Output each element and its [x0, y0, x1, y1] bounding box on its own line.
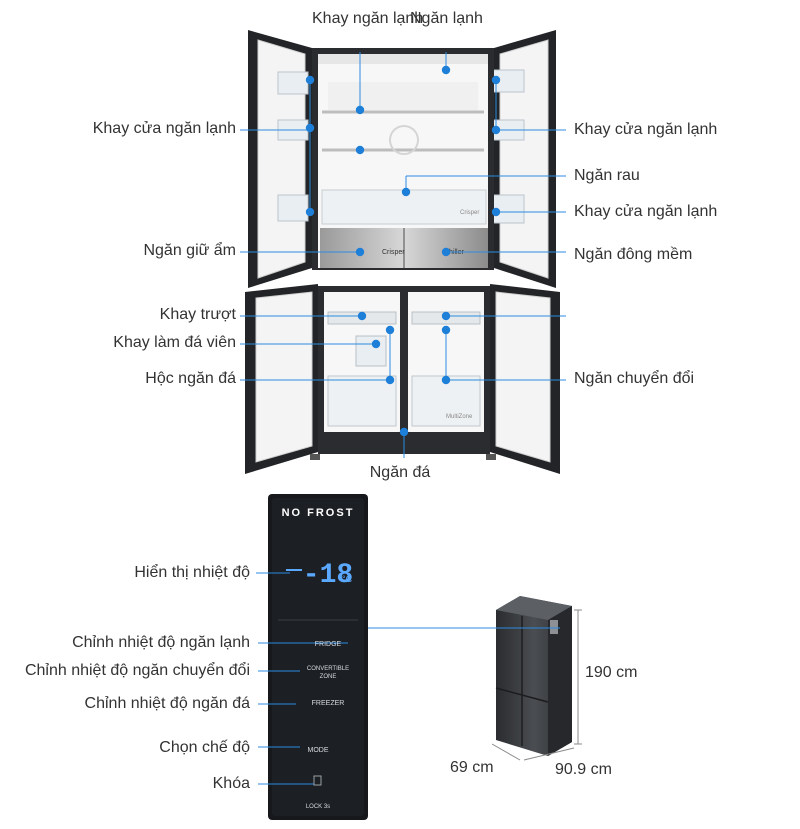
- label-ngan-chuyen-doi: Ngăn chuyển đổi: [574, 370, 695, 387]
- marker-dots: [305, 65, 501, 437]
- dimension-width: 90.9 cm: [555, 761, 612, 778]
- label-khay-ngan-lanh: Khay ngăn lạnh: [312, 10, 424, 27]
- fridge-right-door: [489, 30, 556, 288]
- marker-dot-17: [385, 375, 395, 385]
- marker-dot-13: [441, 311, 451, 321]
- label-ngan-dong-mem: Ngăn đông mềm: [574, 246, 693, 263]
- marker-dot-1: [355, 145, 365, 155]
- label-khay-cua-trai: Khay cửa ngăn lạnh: [92, 120, 236, 137]
- label-khay-lam-da-vien: Khay làm đá viên: [113, 334, 236, 351]
- freezer-left-door: [245, 284, 318, 474]
- marker-dot-12: [357, 311, 367, 321]
- fridge-left-door: [248, 30, 312, 288]
- control-panel: [268, 494, 368, 820]
- freezer-button[interactable]: FREEZER: [312, 700, 345, 707]
- convertible-button-line2[interactable]: ZONE: [320, 674, 337, 680]
- multizone-plate: MultiZone: [446, 414, 473, 420]
- marker-dot-2: [441, 65, 451, 75]
- temperature-unit: °C: [342, 574, 353, 584]
- marker-dot-14: [371, 339, 381, 349]
- marker-dot-16: [441, 325, 451, 335]
- marker-dot-0: [355, 105, 365, 115]
- label-ngan-rau: Ngăn rau: [574, 167, 640, 184]
- marker-dot-3: [305, 75, 315, 85]
- closed-refrigerator: [495, 596, 572, 756]
- label-hoc-ngan-da: Hộc ngăn đá: [145, 370, 236, 387]
- mode-button[interactable]: MODE: [308, 747, 329, 754]
- brand-logo: NO FROST: [282, 507, 355, 519]
- temperature-display: -18: [303, 560, 353, 591]
- label-ngan-giu-am: Ngăn giữ ẩm: [143, 242, 236, 259]
- dimension-height: 190 cm: [585, 664, 638, 681]
- marker-dot-11: [441, 247, 451, 257]
- crisper-plate-a: Crisper: [382, 249, 405, 256]
- fridge-cabinet: Crisper Chiller Crisper: [312, 48, 494, 270]
- freezer-right-door: [490, 284, 560, 474]
- label-chinh-nhiet-do-lanh: Chỉnh nhiệt độ ngăn lạnh: [72, 634, 250, 651]
- marker-dot-18: [441, 375, 451, 385]
- label-ngan-lanh: Ngăn lạnh: [410, 10, 483, 27]
- marker-dot-10: [355, 247, 365, 257]
- marker-dot-19: [399, 427, 409, 437]
- label-khay-truot: Khay trượt: [159, 306, 236, 323]
- label-chon-che-do: Chọn chế độ: [159, 739, 250, 756]
- fridge-button[interactable]: FRIDGE: [315, 641, 342, 648]
- label-khay-cua-phai-2: Khay cửa ngăn lạnh: [574, 203, 718, 220]
- marker-dot-5: [305, 207, 315, 217]
- marker-dot-4: [305, 123, 315, 133]
- label-khoa: Khóa: [212, 775, 250, 792]
- convertible-button-line1[interactable]: CONVERTIBLE: [307, 666, 349, 672]
- marker-dot-15: [385, 325, 395, 335]
- dimension-depth: 69 cm: [450, 759, 494, 776]
- label-ngan-da: Ngăn đá: [369, 464, 431, 481]
- label-chinh-nhiet-do-chuyen-doi: Chỉnh nhiệt độ ngăn chuyển đổi: [24, 662, 250, 679]
- marker-dot-7: [491, 125, 501, 135]
- lock-button[interactable]: LOCK 3s: [306, 804, 330, 810]
- marker-dot-6: [491, 75, 501, 85]
- marker-dot-8: [491, 207, 501, 217]
- marker-dot-9: [401, 187, 411, 197]
- leader-lines: [240, 52, 566, 785]
- label-chinh-nhiet-do-da: Chỉnh nhiệt độ ngăn đá: [84, 695, 250, 712]
- crisper-plate-b: Crisper: [460, 210, 479, 216]
- label-khay-cua-phai-1: Khay cửa ngăn lạnh: [574, 121, 718, 138]
- dimension-lines: [491, 609, 582, 761]
- lock-icon: [313, 775, 322, 786]
- label-hien-thi-nhiet-do: Hiển thị nhiệt độ: [134, 564, 250, 581]
